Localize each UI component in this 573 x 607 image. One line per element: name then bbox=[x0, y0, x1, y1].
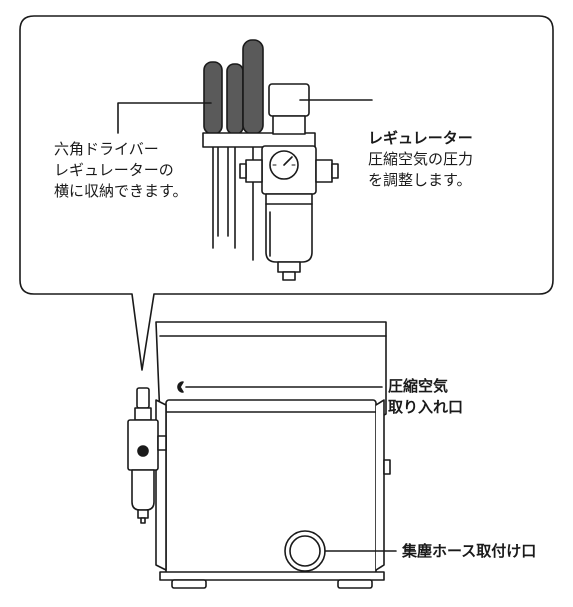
machine-foot-right bbox=[337, 579, 373, 589]
driver-handle-2 bbox=[226, 63, 244, 135]
regulator-caption-title: レギュレーター bbox=[368, 129, 473, 147]
driver-holder-plate bbox=[202, 132, 316, 148]
regulator-caption-line-1: 圧縮空気の圧力 bbox=[368, 150, 474, 168]
hex-driver-caption-line-1: 六角ドライバー bbox=[54, 140, 159, 158]
regulator-caption: レギュレーター 圧縮空気の圧力 を調整します。 bbox=[368, 128, 473, 191]
driver-handle-1 bbox=[203, 61, 223, 135]
machine-front-box bbox=[165, 399, 377, 575]
air-inlet-label-line-2: 取り入れ口 bbox=[388, 398, 464, 416]
driver-leader-line bbox=[117, 102, 212, 134]
regulator-small bbox=[127, 387, 167, 524]
machine-body bbox=[155, 321, 391, 589]
regulator-caption-line-2: を調整します。 bbox=[368, 171, 472, 189]
small-regulator-nut bbox=[137, 445, 149, 457]
air-inlet-label-line-1: 圧縮空気 bbox=[388, 377, 449, 395]
machine-foot-left bbox=[171, 579, 207, 589]
air-inlet-icon bbox=[177, 381, 184, 393]
regulator-large bbox=[239, 83, 339, 281]
driver-handle-3 bbox=[242, 39, 264, 135]
dust-hose-label: 集塵ホース取付け口 bbox=[402, 542, 537, 560]
air-inlet-label: 圧縮空気 取り入れ口 bbox=[388, 376, 463, 418]
hex-driver-caption: 六角ドライバー レギュレーターの 横に収納できます。 bbox=[54, 139, 188, 202]
filter-bowl bbox=[265, 193, 313, 263]
hex-driver-caption-line-3: 横に収納できます。 bbox=[54, 182, 188, 200]
hex-driver-caption-line-2: レギュレーターの bbox=[54, 161, 174, 179]
